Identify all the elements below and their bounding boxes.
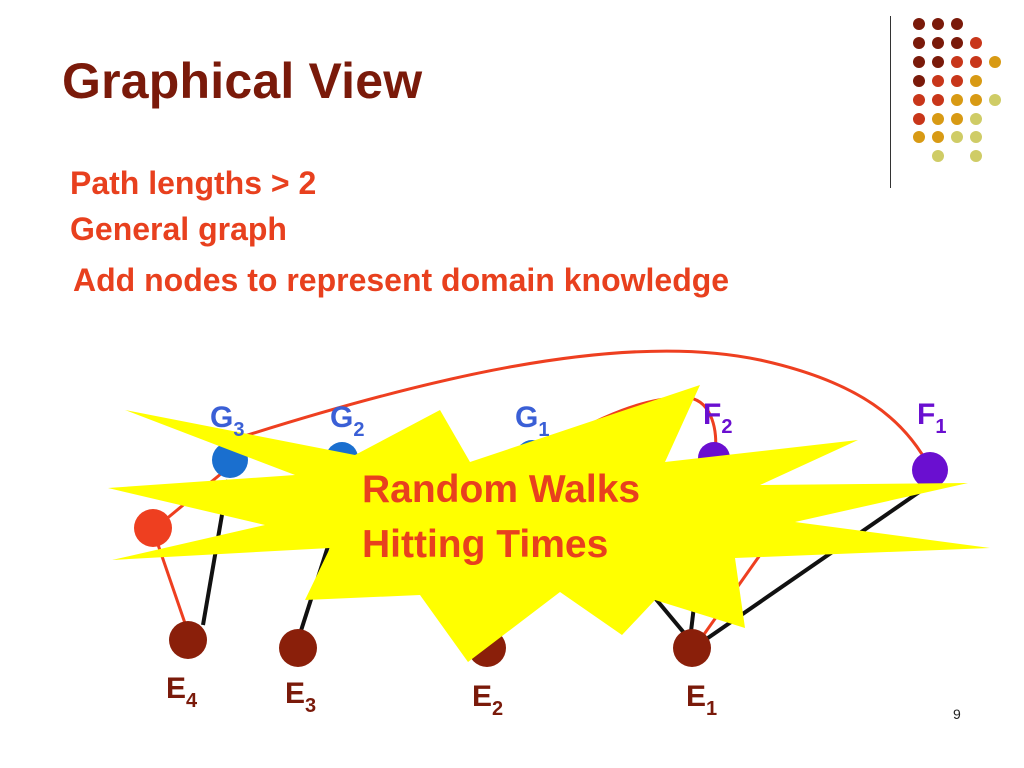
decorative-dot xyxy=(913,113,925,125)
label-e2: E2 xyxy=(472,680,503,720)
label-e4: E4 xyxy=(166,672,198,712)
decorative-dot xyxy=(951,113,963,125)
decorative-dot xyxy=(970,113,982,125)
bullet-domain-knowledge: Add nodes to represent domain knowledge xyxy=(73,262,730,298)
node-e1 xyxy=(673,629,711,667)
decorative-dot xyxy=(951,37,963,49)
decorative-divider xyxy=(890,16,891,188)
decorative-dot xyxy=(932,18,944,30)
label-e3-letter: E xyxy=(285,677,305,710)
decorative-dot xyxy=(951,56,963,68)
label-f1: F1 xyxy=(917,398,946,438)
label-g3: G3 xyxy=(210,401,244,441)
decorative-dot xyxy=(932,131,944,143)
edge-r-e4 xyxy=(151,529,190,633)
decorative-dot xyxy=(989,94,1001,106)
decorative-dot xyxy=(970,56,982,68)
label-e2-letter: E xyxy=(472,680,492,713)
decorative-dot xyxy=(951,18,963,30)
decorative-dot xyxy=(913,75,925,87)
page-number: 9 xyxy=(953,706,961,722)
node-labels: G3 G2 G1 F2 F1 E4 E3 E2 E1 xyxy=(166,398,946,720)
label-f1-sub: 1 xyxy=(935,416,946,438)
callout-line-random-walks: Random Walks xyxy=(362,468,640,511)
decorative-dot xyxy=(913,94,925,106)
slide-title: Graphical View xyxy=(62,53,423,109)
decorative-dot xyxy=(932,94,944,106)
label-f2: F2 xyxy=(703,398,732,438)
label-e4-sub: 4 xyxy=(186,690,198,712)
node-e4 xyxy=(169,621,207,659)
decorative-dot xyxy=(932,56,944,68)
decorative-dot xyxy=(989,56,1001,68)
decorative-dot xyxy=(932,75,944,87)
decorative-dot xyxy=(932,150,944,162)
label-f2-letter: F xyxy=(703,398,721,431)
node-e3 xyxy=(279,629,317,667)
decorative-dot xyxy=(913,37,925,49)
label-e3-sub: 3 xyxy=(305,695,316,717)
label-g2-sub: 2 xyxy=(353,419,364,441)
decorative-dot xyxy=(932,113,944,125)
label-g2-letter: G xyxy=(330,401,353,434)
label-g3-letter: G xyxy=(210,401,233,434)
decorative-dot xyxy=(970,37,982,49)
decorative-dot xyxy=(970,75,982,87)
label-g1-sub: 1 xyxy=(538,419,549,441)
label-f2-sub: 2 xyxy=(721,416,732,438)
decorative-dot xyxy=(970,131,982,143)
decorative-dot xyxy=(970,150,982,162)
label-e1-letter: E xyxy=(686,680,706,713)
decorative-dot xyxy=(913,56,925,68)
bullet-path-lengths: Path lengths > 2 xyxy=(70,165,317,201)
edge-g3-f1 xyxy=(231,349,932,469)
decorative-dot xyxy=(932,37,944,49)
label-e2-sub: 2 xyxy=(492,698,503,720)
decorative-dot xyxy=(970,94,982,106)
decorative-dot xyxy=(951,94,963,106)
starburst-callout xyxy=(108,385,990,662)
decorative-dot xyxy=(913,131,925,143)
node-r xyxy=(134,509,172,547)
decorative-dot xyxy=(951,75,963,87)
decorative-dot xyxy=(951,131,963,143)
node-f1 xyxy=(912,452,948,488)
label-f1-letter: F xyxy=(917,398,935,431)
label-g2: G2 xyxy=(330,401,364,441)
label-e1: E1 xyxy=(686,680,717,720)
bullet-general-graph: General graph xyxy=(70,211,287,247)
label-g1-letter: G xyxy=(515,401,538,434)
decorative-dot-grid xyxy=(913,18,1001,162)
decorative-dot xyxy=(913,18,925,30)
label-e4-letter: E xyxy=(166,672,186,705)
label-e3: E3 xyxy=(285,677,316,717)
callout-line-hitting-times: Hitting Times xyxy=(362,523,608,566)
label-g3-sub: 3 xyxy=(233,419,244,441)
label-g1: G1 xyxy=(515,401,549,441)
label-e1-sub: 1 xyxy=(706,698,717,720)
